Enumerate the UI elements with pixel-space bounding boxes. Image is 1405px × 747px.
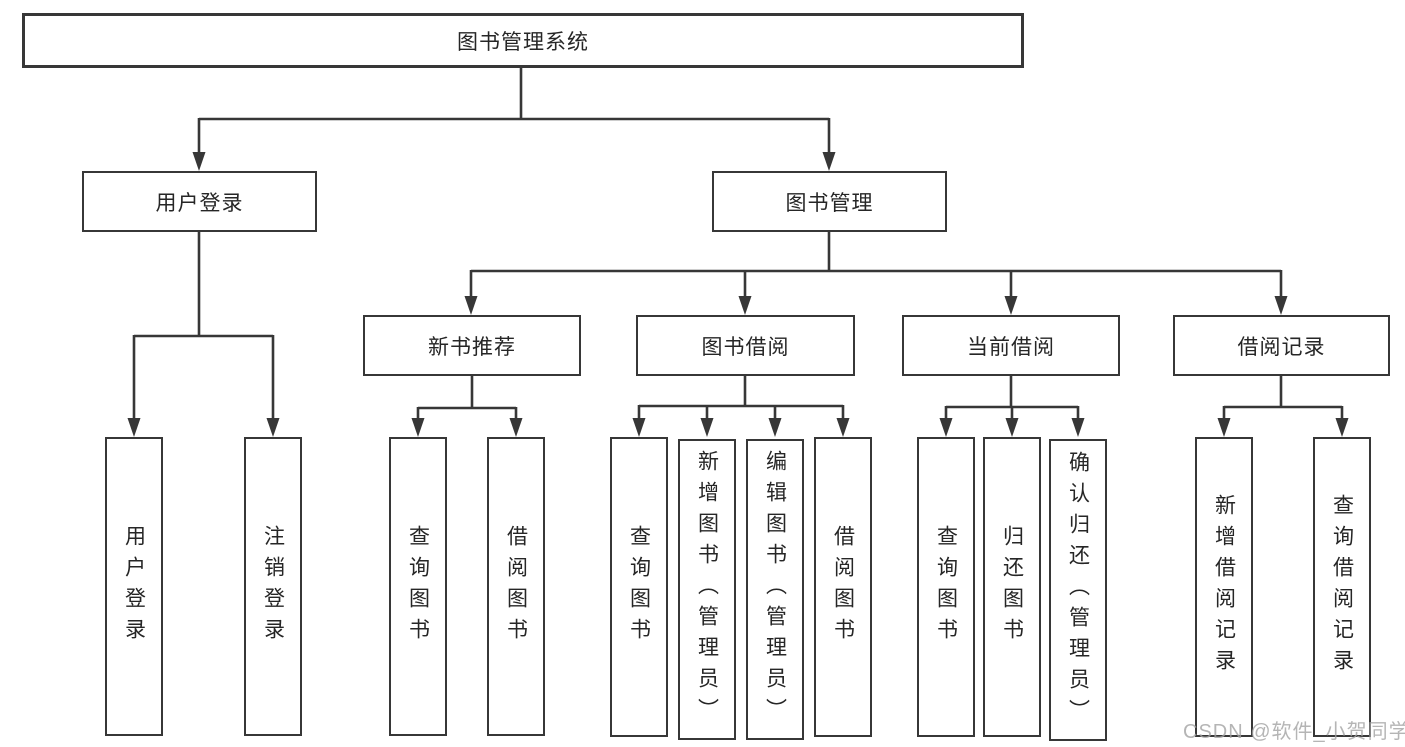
leaf-borrow-query: 查询图书 [610, 437, 668, 737]
leaf-logout: 注销登录 [244, 437, 302, 736]
leaf-newbook-borrow-label: 借阅图书 [504, 524, 528, 649]
leaf-logout-label: 注销登录 [261, 524, 285, 649]
connector-root-to-level2 [192, 68, 836, 171]
node-book-management-label: 图书管理 [785, 191, 874, 215]
leaf-current-query: 查询图书 [917, 437, 975, 737]
leaf-current-confirm-admin: 确认归还（管理员） [1049, 439, 1107, 741]
csdn-watermark: CSDN @软件_小贺同学 [1183, 721, 1405, 743]
connector-new-book-children [411, 376, 523, 437]
node-borrow-records-label: 借阅记录 [1237, 335, 1326, 359]
connector-book-borrow-children [632, 376, 850, 437]
node-root-label: 图书管理系统 [457, 30, 589, 54]
leaf-borrow-edit-admin-label: 编辑图书（管理员） [763, 450, 787, 729]
node-book-borrow-label: 图书借阅 [701, 335, 790, 359]
node-new-book-recommend-label: 新书推荐 [428, 335, 516, 359]
node-borrow-records: 借阅记录 [1173, 315, 1390, 376]
leaf-borrow-borrow-label: 借阅图书 [831, 525, 855, 649]
leaf-current-confirm-admin-label: 确认归还（管理员） [1066, 450, 1090, 730]
node-user-login-label: 用户登录 [155, 191, 244, 215]
node-root: 图书管理系统 [22, 13, 1024, 68]
leaf-record-add: 新增借阅记录 [1195, 437, 1253, 737]
leaf-newbook-query-label: 查询图书 [406, 524, 430, 649]
node-book-borrow: 图书借阅 [636, 315, 855, 376]
leaf-borrow-edit-admin: 编辑图书（管理员） [746, 439, 804, 740]
connector-user-login-children [127, 232, 280, 437]
leaf-borrow-query-label: 查询图书 [627, 525, 651, 649]
node-book-management: 图书管理 [712, 171, 947, 232]
node-current-borrow: 当前借阅 [902, 315, 1120, 376]
connector-book-management-to-level3 [464, 232, 1288, 315]
leaf-current-return-label: 归还图书 [1000, 525, 1024, 649]
leaf-record-add-label: 新增借阅记录 [1212, 494, 1236, 680]
node-user-login: 用户登录 [82, 171, 317, 232]
leaf-record-query-label: 查询借阅记录 [1330, 494, 1354, 680]
leaf-newbook-query: 查询图书 [389, 437, 447, 736]
leaf-current-return: 归还图书 [983, 437, 1041, 737]
connector-borrow-record-children [1217, 376, 1349, 437]
node-current-borrow-label: 当前借阅 [967, 335, 1055, 359]
leaf-borrow-add-admin: 新增图书（管理员） [678, 439, 736, 740]
leaf-newbook-borrow: 借阅图书 [487, 437, 545, 736]
connector-current-borrow-children [939, 376, 1085, 437]
leaf-record-query: 查询借阅记录 [1313, 437, 1371, 737]
leaf-user-login-label: 用户登录 [122, 524, 146, 649]
leaf-borrow-add-admin-label: 新增图书（管理员） [695, 450, 719, 729]
leaf-borrow-borrow: 借阅图书 [814, 437, 872, 737]
node-new-book-recommend: 新书推荐 [363, 315, 581, 376]
leaf-user-login: 用户登录 [105, 437, 163, 736]
leaf-current-query-label: 查询图书 [934, 525, 958, 649]
